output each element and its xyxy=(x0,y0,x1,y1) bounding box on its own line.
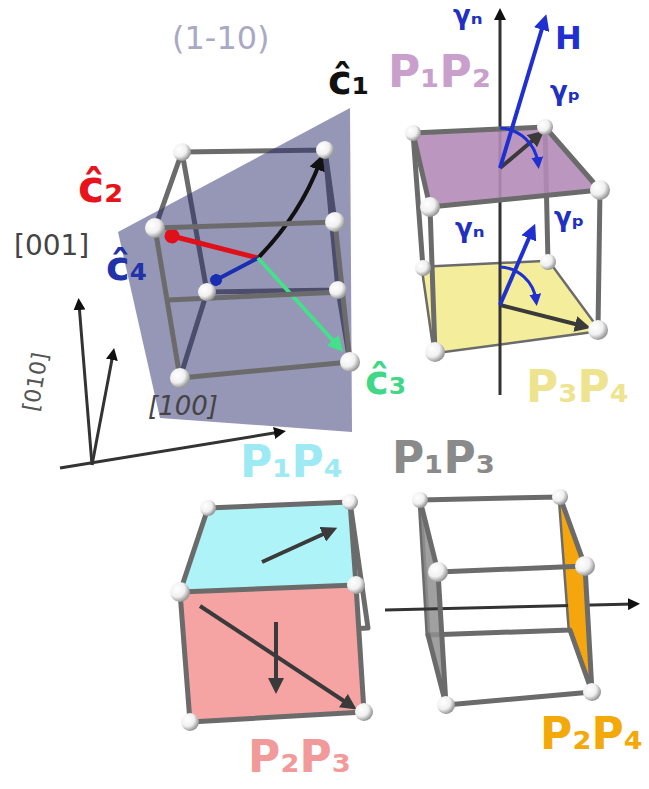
atom xyxy=(145,218,165,238)
atom xyxy=(200,500,216,516)
atom xyxy=(170,582,190,602)
atom xyxy=(405,125,421,141)
in-plane-arrow xyxy=(274,622,278,686)
atom xyxy=(198,283,216,301)
atom xyxy=(415,260,431,276)
atom xyxy=(325,212,345,232)
plane-label: P₁P₂ xyxy=(388,50,491,94)
angle-label: γₚ xyxy=(554,204,584,230)
plane-label: P₂P₃ xyxy=(248,735,351,779)
atom xyxy=(583,683,601,701)
in-plane-arrow xyxy=(500,305,583,326)
angle-label: γₙ xyxy=(453,2,483,28)
plane-label: P₁P₄ xyxy=(240,440,343,484)
vector-arrow xyxy=(258,162,320,258)
angle-label: γₚ xyxy=(550,78,580,104)
cube-edge xyxy=(180,502,364,722)
cube-edge xyxy=(413,127,600,207)
crystal-plane xyxy=(423,262,598,352)
axis-label: [010] xyxy=(20,351,52,413)
vector-arrow xyxy=(258,258,338,346)
plane-label: P₃P₄ xyxy=(526,365,629,409)
atom xyxy=(575,556,595,576)
atom xyxy=(355,703,373,721)
atom xyxy=(437,696,455,714)
cube-edge xyxy=(155,222,350,378)
vector-arrow xyxy=(172,236,258,258)
vector-label: ĉ₄ xyxy=(106,246,147,286)
atom xyxy=(316,141,334,159)
atom xyxy=(412,492,428,508)
vector-arrow xyxy=(216,258,258,280)
atom-group xyxy=(405,119,610,362)
vector-label: ĉ₁ xyxy=(328,60,369,100)
axis-label: [100] xyxy=(148,393,218,419)
atom xyxy=(181,713,199,731)
atom-group xyxy=(145,141,360,388)
normal-axis xyxy=(385,604,634,610)
in-plane-arrow xyxy=(262,531,330,562)
vector-label: ĉ₃ xyxy=(365,360,406,400)
field-label: H xyxy=(555,22,582,54)
vector-label: ĉ₂ xyxy=(78,165,123,209)
crystal-plane xyxy=(180,585,364,722)
cube-edge xyxy=(430,190,600,352)
plane-label: P₂P₄ xyxy=(540,712,643,756)
atom xyxy=(428,562,448,582)
atom-group xyxy=(170,494,373,731)
crystal-plane xyxy=(413,127,600,207)
atom xyxy=(329,281,347,299)
angle-label: γₙ xyxy=(455,215,485,241)
in-plane-arrow xyxy=(200,606,350,705)
atom xyxy=(540,254,556,270)
atom xyxy=(170,368,190,388)
atom xyxy=(590,180,610,200)
angle-arc xyxy=(500,128,538,163)
atom xyxy=(425,342,445,362)
atom-group xyxy=(412,489,601,714)
axis-label: [001] xyxy=(14,232,89,260)
angle-arc xyxy=(500,267,536,300)
axis-arrow xyxy=(79,304,92,465)
atom xyxy=(552,489,568,505)
atom xyxy=(347,576,365,594)
plane-label: P₁P₃ xyxy=(392,436,495,480)
crystal-plane xyxy=(118,108,352,432)
plane-label: (1-10) xyxy=(172,22,270,54)
normal-axis xyxy=(499,14,502,395)
field-arrow xyxy=(500,22,544,168)
atom xyxy=(420,197,440,217)
atom xyxy=(342,494,358,510)
atom xyxy=(537,119,553,135)
atom xyxy=(588,320,608,340)
axis-arrow xyxy=(92,354,113,465)
cube-edge xyxy=(420,497,592,705)
atom xyxy=(340,352,360,372)
atom xyxy=(173,143,191,161)
